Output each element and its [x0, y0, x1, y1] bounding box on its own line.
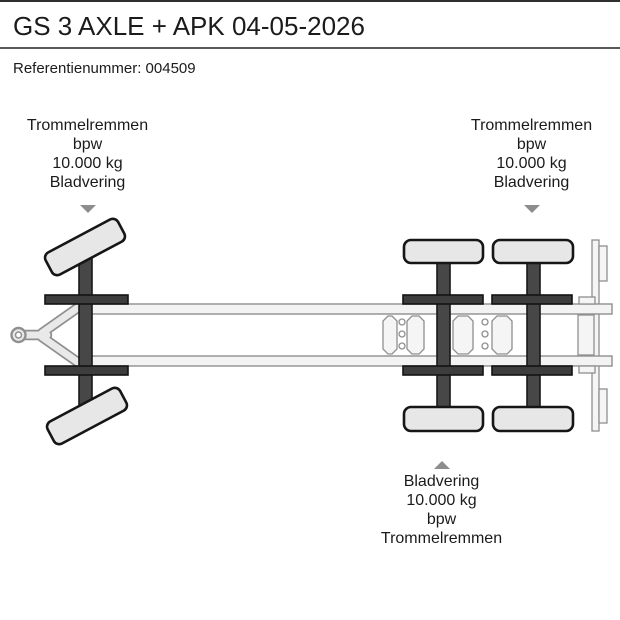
- annotation-line: 10.000 kg: [52, 155, 123, 172]
- annotation-line: Trommelremmen: [380, 530, 503, 547]
- bolt-hole: [398, 318, 406, 326]
- rear-marker-board-bottom: [598, 388, 608, 424]
- middle-leaf-spring-bottom: [402, 365, 484, 376]
- annotation-line: 10.000 kg: [496, 155, 567, 172]
- annotation-line: Trommelremmen: [470, 117, 593, 134]
- crossmember-group-front: [382, 315, 425, 355]
- annotation-line: 10.000 kg: [406, 492, 477, 509]
- bolt-hole: [398, 342, 406, 350]
- middle-wheel-right: [402, 405, 485, 433]
- reference-number: Referentienummer: 004509: [13, 60, 196, 77]
- crossmember-plate: [452, 315, 474, 355]
- bolt-hole: [481, 342, 489, 350]
- rear-crossmember-plate: [577, 314, 595, 356]
- drawbar-group: [10, 296, 92, 374]
- arrow-up-icon: [433, 461, 450, 469]
- annotation-line: Trommelremmen: [26, 117, 149, 134]
- crossmember-plate: [491, 315, 513, 355]
- bolt-hole: [481, 318, 489, 326]
- front-leaf-spring-top: [44, 294, 129, 305]
- tow-eye-hole: [14, 331, 23, 339]
- rear-axle-beam: [526, 251, 541, 413]
- annotation-line: Bladvering: [49, 174, 126, 191]
- page-title: GS 3 AXLE + APK 04-05-2026: [13, 11, 365, 41]
- annotation-line: bpw: [426, 511, 457, 528]
- arrow-down-icon: [79, 205, 96, 213]
- middle-leaf-spring-top: [402, 294, 484, 305]
- crossmember-group-rear: [452, 315, 513, 355]
- annotation-line: bpw: [72, 136, 103, 153]
- rear-bracket-bottom: [578, 365, 596, 374]
- front-wheel-right: [45, 386, 129, 446]
- front-axle-beam: [78, 249, 93, 414]
- crossmember-plate: [382, 315, 398, 355]
- rear-leaf-spring-top: [491, 294, 573, 305]
- middle-axle-beam: [436, 251, 451, 413]
- annotation-line: bpw: [516, 136, 547, 153]
- rear-wheel-right: [491, 405, 575, 433]
- front-axle-annotation: Trommelremmen bpw 10.000 kg Bladvering: [0, 116, 175, 213]
- drawbar: [17, 298, 90, 372]
- front-axle-group: [43, 217, 129, 446]
- title-divider: [0, 47, 620, 49]
- middle-axle-annotation: Bladvering 10.000 kg bpw Trommelremmen: [354, 461, 529, 548]
- annotation-line: Bladvering: [493, 174, 570, 191]
- top-border: [0, 0, 620, 2]
- rear-axle-group: [491, 238, 575, 433]
- front-wheel-left: [43, 217, 127, 277]
- bolt-hole: [398, 330, 406, 338]
- rear-wheel-left: [491, 238, 575, 265]
- rear-axle-annotation: Trommelremmen bpw 10.000 kg Bladvering: [444, 116, 619, 213]
- annotation-line: Bladvering: [403, 473, 480, 490]
- arrow-down-icon: [523, 205, 540, 213]
- bolt-hole: [481, 330, 489, 338]
- crossmember-plate: [406, 315, 425, 355]
- rear-marker-board-top: [598, 245, 608, 282]
- rear-leaf-spring-bottom: [491, 365, 573, 376]
- middle-wheel-left: [402, 238, 485, 265]
- front-leaf-spring-bottom: [44, 365, 129, 376]
- rear-bracket-top: [578, 296, 596, 305]
- middle-axle-group: [402, 238, 485, 433]
